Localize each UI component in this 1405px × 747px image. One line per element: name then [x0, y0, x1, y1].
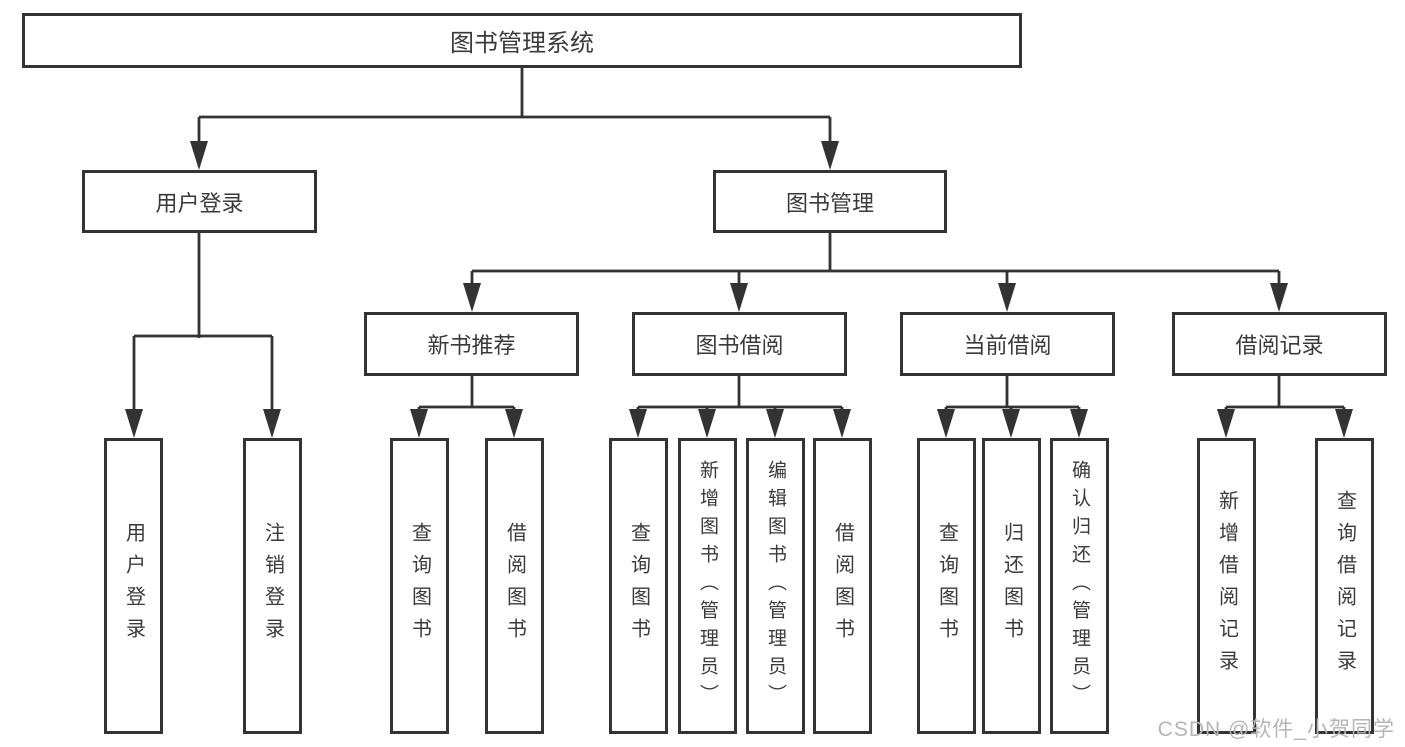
node-new-book-recommend: 新书推荐 — [364, 312, 579, 376]
leaf-logout-label: 注销登录 — [261, 522, 284, 650]
leaf-borrow-books-recommend: 借阅图书 — [485, 438, 544, 734]
node-new-book-recommend-label: 新书推荐 — [427, 333, 516, 358]
node-current-borrowing: 当前借阅 — [900, 312, 1115, 376]
leaf-edit-books-admin: 编辑图书（管理员） — [746, 438, 805, 734]
csdn-watermark: CSDN @软件_小贺同学 — [1157, 718, 1395, 741]
leaf-borrow-books: 借阅图书 — [813, 438, 872, 734]
leaf-add-books-admin: 新增图书（管理员） — [678, 438, 737, 734]
node-library-management-system-label: 图书管理系统 — [450, 30, 594, 57]
leaf-query-borrow-record: 查询借阅记录 — [1315, 438, 1374, 734]
leaf-query-books-current: 查询图书 — [917, 438, 976, 734]
node-book-borrowing-label: 图书借阅 — [695, 333, 784, 358]
leaf-user-login: 用户登录 — [104, 438, 163, 734]
node-borrowing-records-label: 借阅记录 — [1235, 333, 1324, 358]
leaf-query-books-borrowing: 查询图书 — [609, 438, 668, 734]
node-user-login-label: 用户登录 — [155, 190, 244, 216]
node-book-management-label: 图书管理 — [785, 190, 874, 216]
leaf-return-books: 归还图书 — [982, 438, 1041, 734]
leaf-logout: 注销登录 — [243, 438, 302, 734]
node-book-management: 图书管理 — [713, 170, 947, 233]
leaf-return-books-label: 归还图书 — [1000, 522, 1023, 650]
leaf-query-books-current-label: 查询图书 — [935, 522, 958, 650]
leaf-query-books-recommend-label: 查询图书 — [408, 522, 431, 650]
leaf-add-borrow-record: 新增借阅记录 — [1197, 438, 1256, 734]
leaf-confirm-return-admin-label: 确认归还（管理员） — [1069, 460, 1090, 712]
leaf-add-books-admin-label: 新增图书（管理员） — [697, 460, 718, 712]
node-user-login: 用户登录 — [82, 170, 317, 233]
leaf-query-borrow-record-label: 查询借阅记录 — [1333, 490, 1356, 682]
leaf-user-login-label: 用户登录 — [122, 522, 145, 650]
leaf-borrow-books-label: 借阅图书 — [831, 522, 854, 650]
leaf-query-books-borrowing-label: 查询图书 — [627, 522, 650, 650]
leaf-borrow-books-recommend-label: 借阅图书 — [503, 522, 526, 650]
leaf-query-books-recommend: 查询图书 — [390, 438, 449, 734]
node-borrowing-records: 借阅记录 — [1172, 312, 1387, 376]
leaf-add-borrow-record-label: 新增借阅记录 — [1215, 490, 1238, 682]
node-library-management-system: 图书管理系统 — [22, 13, 1022, 68]
node-current-borrowing-label: 当前借阅 — [963, 333, 1052, 358]
leaf-confirm-return-admin: 确认归还（管理员） — [1050, 438, 1109, 734]
leaf-edit-books-admin-label: 编辑图书（管理员） — [765, 460, 786, 712]
node-book-borrowing: 图书借阅 — [632, 312, 847, 376]
